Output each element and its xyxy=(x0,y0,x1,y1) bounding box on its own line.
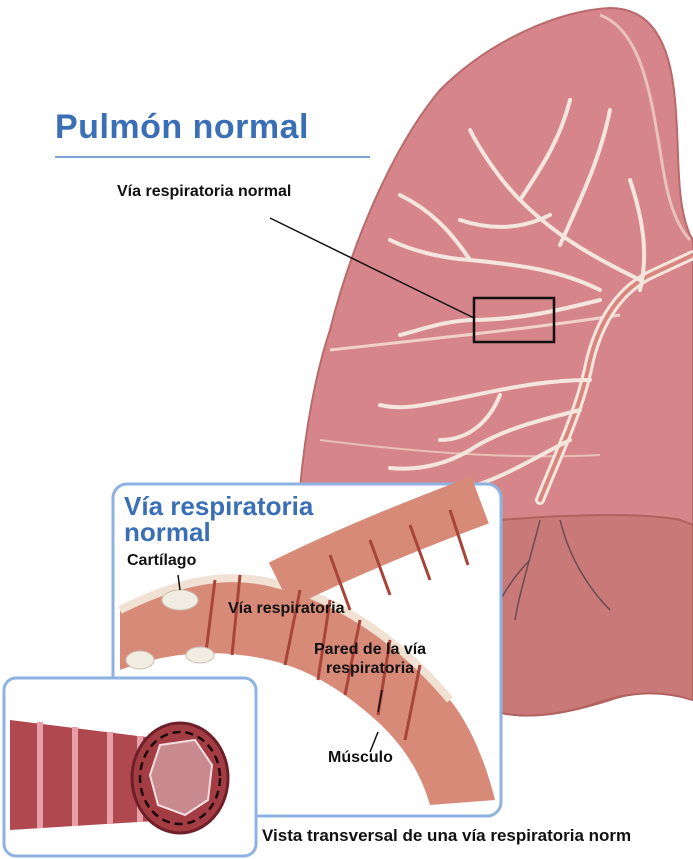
label-airway-wall-line2: respiratoria xyxy=(314,659,426,678)
label-airway: Vía respiratoria xyxy=(228,600,345,618)
label-normal-airway: Vía respiratoria normal xyxy=(117,183,291,201)
caption: Vista transversal de una vía respiratori… xyxy=(262,826,631,846)
inset-title-line2: normal xyxy=(124,519,313,545)
cross-section-illustration xyxy=(10,720,228,833)
label-cartilage: Cartílago xyxy=(127,552,196,570)
inset-title: Vía respiratoria normal xyxy=(124,493,313,545)
label-airway-wall-line1: Pared de la vía xyxy=(314,640,426,659)
cartilage-ring xyxy=(162,590,198,610)
label-airway-wall: Pared de la vía respiratoria xyxy=(314,640,426,678)
page-title: Pulmón normal xyxy=(55,108,309,147)
inset-title-line1: Vía respiratoria xyxy=(124,493,313,519)
label-muscle: Músculo xyxy=(328,749,393,767)
title-underline xyxy=(55,156,370,158)
